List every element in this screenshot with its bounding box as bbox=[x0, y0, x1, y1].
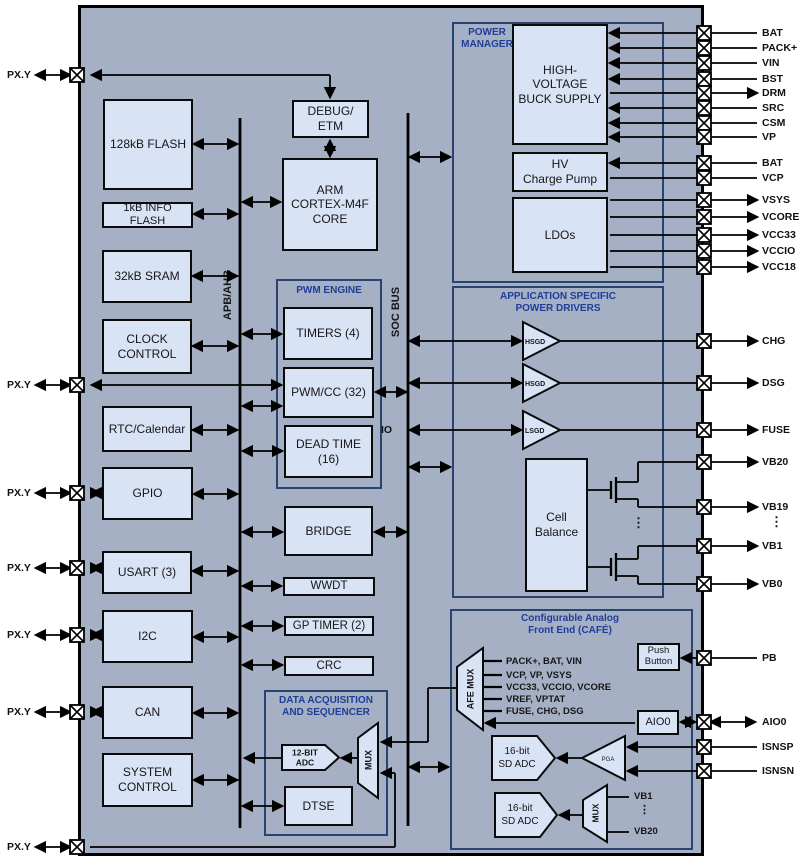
pin-label-drm: DRM bbox=[762, 87, 786, 99]
pin-label-bat2: BAT bbox=[762, 157, 783, 169]
container-app-power-drivers bbox=[452, 286, 664, 598]
block-dtse: DTSE bbox=[284, 786, 353, 826]
pin-label-pxy-6: PX.Y bbox=[7, 706, 31, 718]
block-ldos: LDOs bbox=[512, 197, 608, 273]
block-debug-etm: DEBUG/ ETM bbox=[292, 100, 369, 138]
pin-label-pxy-7: PX.Y bbox=[7, 841, 31, 853]
pin-label-vsys: VSYS bbox=[762, 194, 791, 206]
block-crc: CRC bbox=[284, 656, 374, 676]
pin-label-vcp: VCP bbox=[762, 172, 784, 184]
block-usart: USART (3) bbox=[102, 551, 192, 594]
block-128kb-flash: 128kB FLASH bbox=[103, 99, 193, 190]
pin-label-vb19: VB19 bbox=[762, 501, 789, 513]
pin-label-bst: BST bbox=[762, 73, 783, 85]
pin-label-pxy-4: PX.Y bbox=[7, 562, 31, 574]
pin-label-aio0: AIO0 bbox=[762, 716, 787, 728]
pin-label-vin: VIN bbox=[762, 57, 780, 69]
block-info-flash: 1kB INFO FLASH bbox=[102, 202, 193, 228]
block-hv-charge-pump: HV Charge Pump bbox=[512, 152, 608, 192]
block-timers: TIMERS (4) bbox=[283, 307, 373, 360]
block-can: CAN bbox=[102, 686, 193, 739]
pin-label-pxy-1: PX.Y bbox=[7, 69, 31, 81]
pin-label-src: SRC bbox=[762, 102, 785, 114]
container-daq-sequencer-title: DATA ACQUISITION AND SEQUENCER bbox=[279, 695, 373, 718]
container-pwm-engine-title: PWM ENGINE bbox=[296, 285, 362, 296]
container-app-power-drivers-title: APPLICATION SPECIFIC POWER DRIVERS bbox=[500, 291, 616, 314]
container-cafe bbox=[450, 609, 693, 850]
left-pin-outer-lines bbox=[33, 68, 73, 854]
container-daq-sequencer bbox=[264, 690, 388, 836]
block-i2c: I2C bbox=[102, 610, 193, 663]
afe-signal-2: VCP, VP, VSYS bbox=[506, 670, 572, 681]
pin-label-vb1: VB1 bbox=[762, 540, 783, 552]
pin-label-dsg: DSG bbox=[762, 377, 785, 389]
container-power-manager bbox=[452, 22, 664, 283]
container-power-manager-title: POWER MANAGER bbox=[461, 27, 513, 50]
afe-signal-1: PACK+, BAT, VIN bbox=[506, 656, 582, 667]
pin-label-vb20: VB20 bbox=[762, 456, 789, 468]
block-hv-buck-supply: HIGH- VOLTAGE BUCK SUPPLY bbox=[512, 24, 608, 145]
block-dead-time: DEAD TIME (16) bbox=[284, 425, 373, 478]
block-wwdt: WWDT bbox=[283, 577, 375, 596]
block-arm-core: ARM CORTEX-M4F CORE bbox=[282, 158, 378, 251]
pin-label-vcore: VCORE bbox=[762, 211, 800, 223]
apb-ahb-bus-label: APB/AHB bbox=[222, 269, 234, 321]
afe-signal-3: VCC33, VCCIO, VCORE bbox=[506, 682, 612, 693]
afe-signal-5: FUSE, CHG, DSG bbox=[506, 706, 584, 717]
pin-label-vb0: VB0 bbox=[762, 578, 783, 590]
io-label: IO bbox=[381, 424, 393, 436]
cafe-mux-input-vb20: VB20 bbox=[634, 826, 658, 837]
block-gpio: GPIO bbox=[102, 467, 193, 520]
pin-label-pxy-2: PX.Y bbox=[7, 379, 31, 391]
afe-signal-4: VREF, VPTAT bbox=[506, 694, 566, 705]
vb-pins-ellipsis: ⋮ bbox=[770, 514, 783, 529]
pin-label-csm: CSM bbox=[762, 117, 786, 129]
block-gp-timer: GP TIMER (2) bbox=[284, 616, 374, 636]
pin-label-chg: CHG bbox=[762, 335, 786, 347]
pin-label-isnsp: ISNSP bbox=[762, 741, 794, 753]
pin-label-pxy-5: PX.Y bbox=[7, 629, 31, 641]
block-32kb-sram: 32kB SRAM bbox=[102, 250, 192, 303]
pin-label-pxy-3: PX.Y bbox=[7, 487, 31, 499]
pin-label-vp: VP bbox=[762, 131, 777, 143]
block-rtc-calendar: RTC/Calendar bbox=[102, 406, 192, 452]
block-pwm-cc: PWM/CC (32) bbox=[283, 367, 374, 418]
block-cell-balance: Cell Balance bbox=[525, 458, 588, 592]
block-aio0: AIO0 bbox=[637, 710, 679, 735]
pin-label-bat: BAT bbox=[762, 27, 783, 39]
pin-label-vcc18: VCC18 bbox=[762, 261, 796, 273]
cell-balance-ellipsis: ⋮ bbox=[632, 515, 645, 530]
cafe-mux-input-vb1: VB1 bbox=[634, 791, 653, 802]
container-cafe-title: Configurable Analog Front End (CAFÉ) bbox=[521, 613, 619, 636]
pin-label-pb: PB bbox=[762, 652, 777, 664]
block-push-button: Push Button bbox=[637, 643, 680, 671]
pin-label-vccio: VCCIO bbox=[762, 245, 796, 257]
pin-label-vcc33: VCC33 bbox=[762, 229, 796, 241]
right-pin-outer-lines bbox=[708, 32, 760, 772]
block-clock-control: CLOCK CONTROL bbox=[102, 319, 192, 374]
pin-label-isnsn: ISNSN bbox=[762, 765, 795, 777]
pin-label-pack: PACK+ bbox=[762, 42, 798, 54]
pin-label-fuse: FUSE bbox=[762, 424, 791, 436]
block-bridge: BRIDGE bbox=[284, 506, 373, 556]
block-system-control: SYSTEM CONTROL bbox=[102, 753, 193, 807]
soc-bus-label: SOC BUS bbox=[390, 286, 402, 338]
cafe-mux-ellipsis: ⋮ bbox=[639, 804, 650, 816]
